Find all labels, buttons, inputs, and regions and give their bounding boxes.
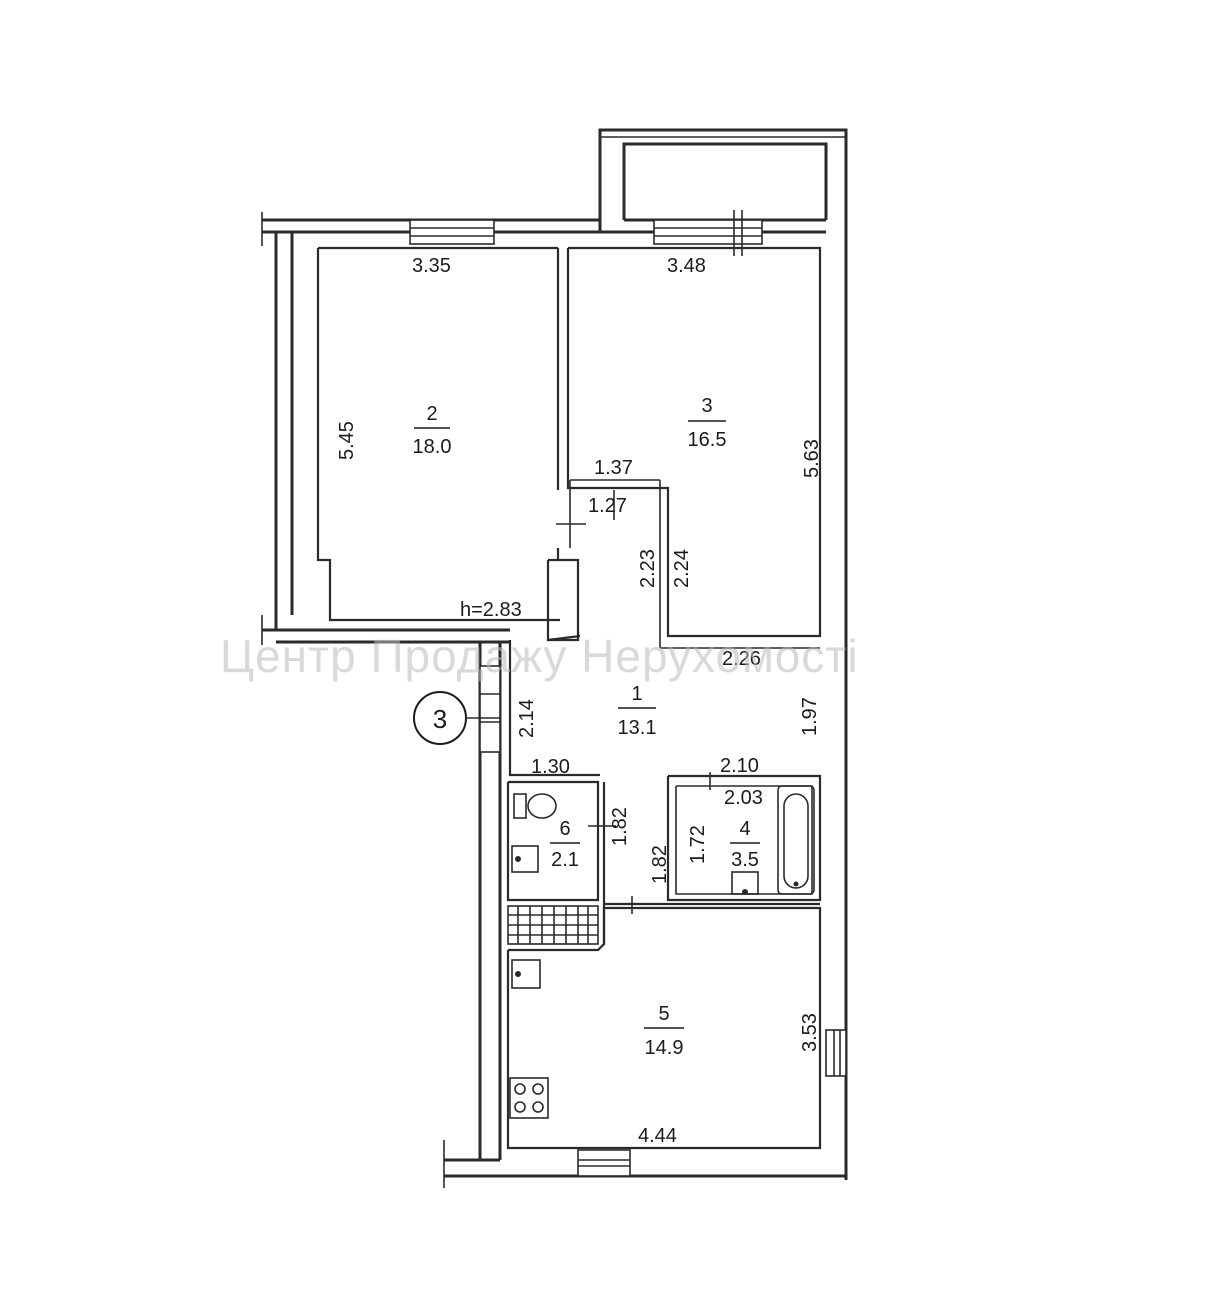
dim-room3-length: 5.63 — [801, 439, 823, 478]
bathtub-icon — [777, 785, 815, 895]
dim-wc-top: 1.30 — [531, 756, 570, 778]
dim-hall-right: 1.97 — [799, 697, 821, 736]
dim-hall-left: 2.14 — [516, 699, 538, 738]
dim-niche-top: 1.37 — [594, 457, 633, 479]
ceiling-height: h=2.83 — [460, 599, 522, 621]
room-number: 6 — [559, 818, 570, 840]
sink-icon — [511, 845, 539, 873]
room-label-6: 6 2.1 — [550, 818, 580, 871]
room-number: 4 — [739, 818, 750, 840]
room-area: 3.5 — [731, 849, 759, 871]
room-label-5: 5 14.9 — [644, 1003, 684, 1059]
dim-kitchen-bottom: 4.44 — [638, 1125, 677, 1147]
room-number: 2 — [426, 403, 437, 425]
dim-kitchen-right: 3.53 — [799, 1013, 821, 1052]
dimensions: 3.35 5.45 3.48 5.63 1.37 1.27 2.23 2.24 … — [336, 255, 823, 1147]
axis-marker-label: 3 — [433, 704, 447, 734]
room-area: 2.1 — [551, 849, 579, 871]
room-label-4: 4 3.5 — [730, 818, 760, 871]
room-label-2: 2 18.0 — [413, 403, 452, 458]
sink-icon — [511, 959, 541, 989]
dim-room3-width: 3.48 — [667, 255, 706, 277]
dim-bath-left: 1.72 — [687, 825, 709, 864]
room-area: 14.9 — [645, 1037, 684, 1059]
room-label-1: 1 13.1 — [618, 683, 657, 739]
dim-bath-top-inner: 2.03 — [724, 787, 763, 809]
room-area: 18.0 — [413, 436, 452, 458]
room-number: 3 — [701, 395, 712, 417]
dim-corridor-right: 2.24 — [671, 549, 693, 588]
dim-wc-corridor: 1.82 — [649, 845, 671, 884]
axis-marker: 3 — [413, 691, 500, 745]
dim-room2-width: 3.35 — [412, 255, 451, 277]
shower-tray-icon — [507, 905, 599, 945]
watermark: Центр Продажу Нерухомості — [220, 630, 859, 682]
exterior-walls — [261, 128, 848, 1188]
interior-walls — [316, 246, 822, 1150]
toilet-icon — [513, 793, 557, 819]
sink-icon — [731, 871, 759, 895]
room-number: 1 — [631, 683, 642, 705]
dim-hall-top: 2.26 — [722, 648, 761, 670]
dim-wc-right: 1.82 — [609, 807, 631, 846]
dim-bath-top-outer: 2.10 — [720, 755, 759, 777]
room-label-3: 3 16.5 — [688, 395, 727, 451]
dim-niche-bottom: 1.27 — [588, 495, 627, 517]
dim-corridor-left: 2.23 — [637, 549, 659, 588]
windows — [409, 210, 847, 1177]
room-area: 16.5 — [688, 429, 727, 451]
room-number: 5 — [658, 1003, 669, 1025]
stove-icon — [509, 1077, 549, 1119]
door-ticks — [556, 490, 711, 914]
room-area: 13.1 — [618, 717, 657, 739]
dim-room2-length: 5.45 — [336, 421, 358, 460]
